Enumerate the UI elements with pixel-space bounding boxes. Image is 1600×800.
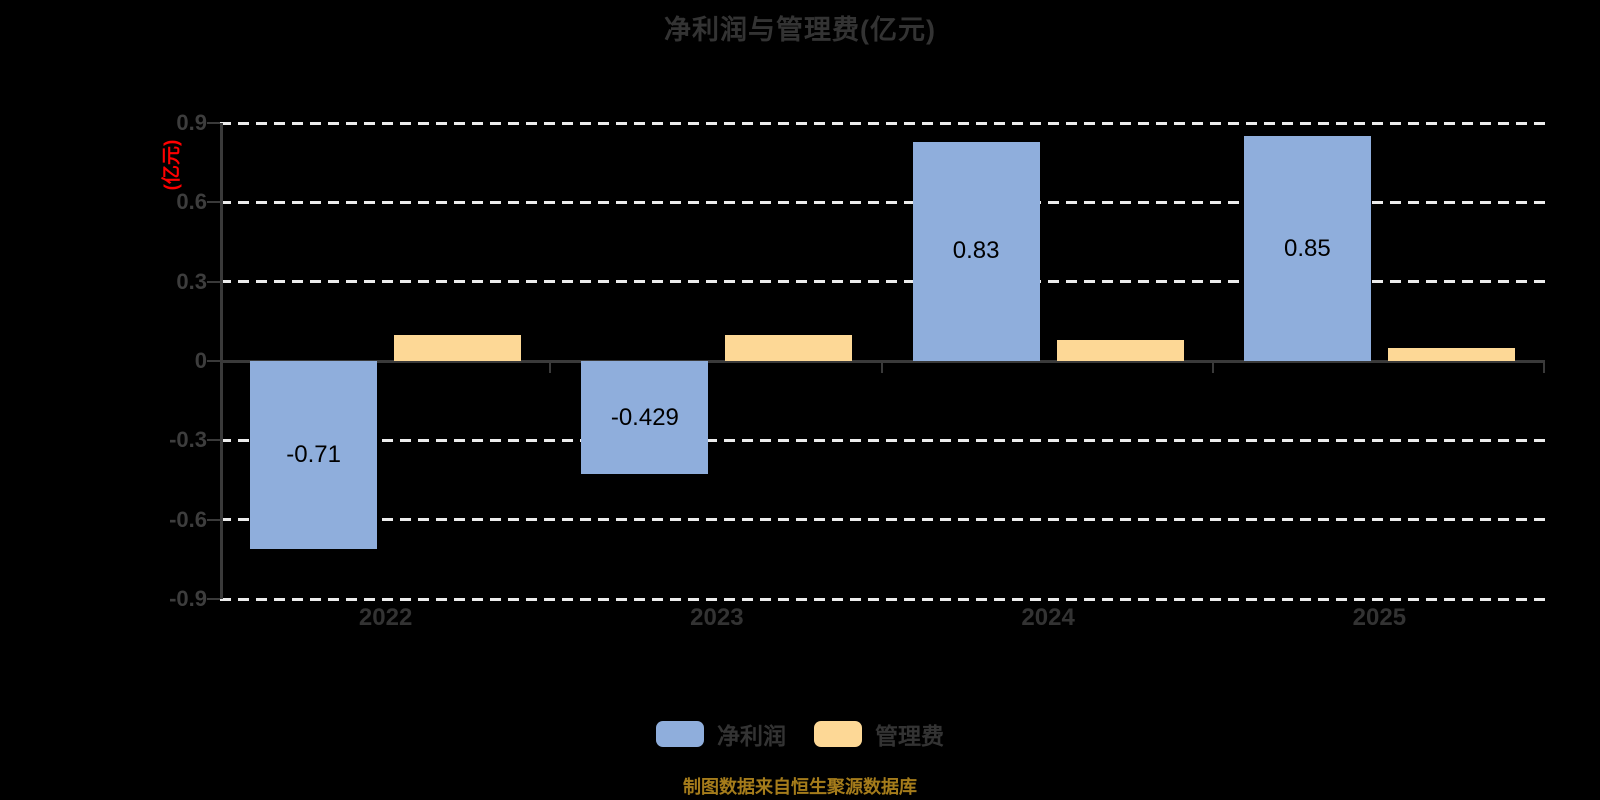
y-tick-label: 0.6 — [176, 189, 207, 215]
bar-management-fee-2022 — [394, 334, 522, 361]
y-axis-tick — [207, 518, 220, 521]
y-axis-tick — [207, 360, 220, 362]
x-axis-tick — [880, 361, 883, 373]
bar-net-profit-2023: -0.429 — [581, 361, 709, 475]
y-axis-tick — [207, 439, 220, 442]
x-axis-tick — [1543, 361, 1545, 373]
gridline — [220, 200, 1545, 204]
legend-label-management-fee: 管理费 — [875, 723, 944, 749]
bar-net-profit-2022: -0.71 — [250, 361, 378, 549]
legend-item-management-fee[interactable]: 管理费 — [814, 717, 944, 751]
y-tick-label: 0 — [194, 348, 207, 373]
gridline — [220, 518, 1545, 522]
y-axis-tick — [207, 280, 220, 283]
x-axis-line — [220, 359, 1545, 363]
y-tick-label: 0.3 — [176, 268, 207, 294]
bar-net-profit-2024: 0.83 — [912, 141, 1040, 361]
y-tick-label: -0.6 — [169, 506, 207, 532]
x-axis-label-2022: 2022 — [358, 604, 413, 631]
bar-management-fee-2024 — [1056, 339, 1184, 361]
bar-value-label: -0.429 — [610, 403, 679, 431]
bar-value-label: -0.71 — [286, 440, 341, 468]
bar-management-fee-2023 — [725, 334, 853, 361]
legend-label-net-profit: 净利润 — [717, 723, 786, 749]
y-tick-label: -0.9 — [169, 586, 207, 611]
legend-swatch-net-profit — [656, 721, 704, 747]
gridline — [220, 121, 1545, 125]
bar-net-profit-2025: 0.85 — [1243, 136, 1371, 361]
gridline — [220, 280, 1545, 284]
x-axis-tick — [549, 361, 552, 373]
gridline — [220, 597, 1545, 601]
plot-area: -0.71 -0.429 0.83 0.85 — [207, 121, 1545, 601]
x-axis-label-2025: 2025 — [1352, 604, 1407, 631]
legend-item-net-profit[interactable]: 净利润 — [656, 717, 786, 751]
x-axis-label-2024: 2024 — [1021, 604, 1075, 631]
legend-swatch-management-fee — [814, 721, 862, 747]
x-axis-tick — [1211, 361, 1214, 373]
bar-value-label: 0.85 — [1284, 234, 1331, 262]
legend: 净利润 管理费 — [0, 717, 1600, 751]
y-tick-label: -0.3 — [169, 427, 207, 453]
gridline — [220, 438, 1545, 442]
y-axis-tick — [207, 201, 220, 204]
y-axis-tick — [207, 598, 220, 600]
y-axis-line — [220, 123, 223, 599]
chart-title: 净利润与管理费(亿元) — [664, 15, 936, 45]
y-axis-tick — [207, 122, 220, 124]
bar-management-fee-2025 — [1387, 347, 1515, 361]
bar-value-label: 0.83 — [952, 237, 1000, 265]
y-tick-label: 0.9 — [176, 110, 207, 135]
x-axis-label-2023: 2023 — [690, 604, 744, 631]
y-axis-title: (亿元) — [161, 139, 183, 191]
data-source-note: 制图数据来自恒生聚源数据库 — [683, 777, 917, 797]
